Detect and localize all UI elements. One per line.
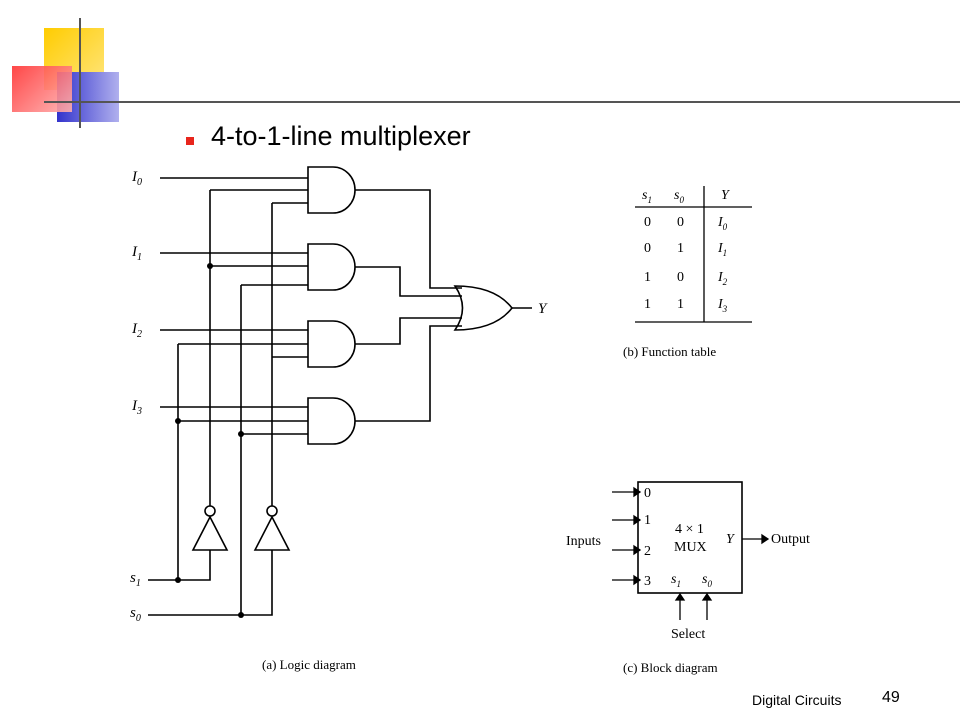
svg-text:I0: I0 bbox=[131, 169, 142, 188]
svg-text:s1: s1 bbox=[671, 572, 681, 589]
svg-text:1: 1 bbox=[644, 513, 651, 528]
svg-text:I2: I2 bbox=[717, 270, 728, 287]
output-label: Output bbox=[771, 532, 810, 547]
svg-text:Y: Y bbox=[726, 532, 736, 547]
svg-text:I0: I0 bbox=[717, 215, 728, 232]
logic-output-label: Y bbox=[538, 301, 548, 317]
and-gate-1 bbox=[307, 243, 356, 291]
svg-text:s0: s0 bbox=[130, 605, 141, 624]
svg-text:1: 1 bbox=[644, 270, 651, 285]
svg-text:I1: I1 bbox=[131, 244, 142, 263]
svg-text:s1: s1 bbox=[642, 188, 652, 205]
and-gate-3 bbox=[307, 397, 356, 445]
inverter-s1 bbox=[191, 515, 229, 551]
and-gate-0 bbox=[307, 166, 356, 214]
deco-vertical-line bbox=[79, 18, 81, 128]
select-label: Select bbox=[671, 627, 705, 642]
page-number: 49 bbox=[882, 689, 900, 706]
svg-text:I1: I1 bbox=[717, 241, 727, 258]
svg-text:0: 0 bbox=[644, 241, 651, 256]
svg-text:Y: Y bbox=[721, 188, 731, 203]
and-gate-2 bbox=[307, 320, 356, 368]
block-diagram-caption: (c) Block diagram bbox=[623, 660, 718, 675]
svg-text:3: 3 bbox=[644, 574, 651, 589]
svg-text:0: 0 bbox=[644, 486, 651, 501]
svg-text:4 × 1: 4 × 1 bbox=[675, 522, 704, 537]
svg-text:s0: s0 bbox=[702, 572, 712, 589]
or-gate bbox=[453, 285, 514, 331]
svg-text:0: 0 bbox=[644, 215, 651, 230]
svg-text:I2: I2 bbox=[131, 321, 142, 340]
svg-text:I3: I3 bbox=[717, 297, 728, 314]
title-bullet bbox=[186, 137, 194, 145]
svg-text:I3: I3 bbox=[131, 398, 142, 417]
svg-text:1: 1 bbox=[677, 241, 684, 256]
svg-text:0: 0 bbox=[677, 215, 684, 230]
deco-horizontal-line bbox=[44, 101, 960, 103]
footer-label: Digital Circuits bbox=[752, 692, 842, 708]
svg-text:s0: s0 bbox=[674, 188, 684, 205]
svg-text:s1: s1 bbox=[130, 570, 141, 589]
svg-text:0: 0 bbox=[677, 270, 684, 285]
slide-title: 4-to-1-line multiplexer bbox=[211, 121, 471, 151]
function-table-caption: (b) Function table bbox=[623, 344, 716, 359]
svg-text:2: 2 bbox=[644, 544, 651, 559]
svg-text:1: 1 bbox=[677, 297, 684, 312]
logic-caption: (a) Logic diagram bbox=[262, 657, 356, 672]
deco-red-square bbox=[12, 66, 72, 112]
mux-block bbox=[637, 481, 743, 594]
inverter-s0 bbox=[253, 515, 291, 551]
svg-text:1: 1 bbox=[644, 297, 651, 312]
inputs-label: Inputs bbox=[566, 534, 601, 549]
svg-text:MUX: MUX bbox=[674, 540, 707, 555]
